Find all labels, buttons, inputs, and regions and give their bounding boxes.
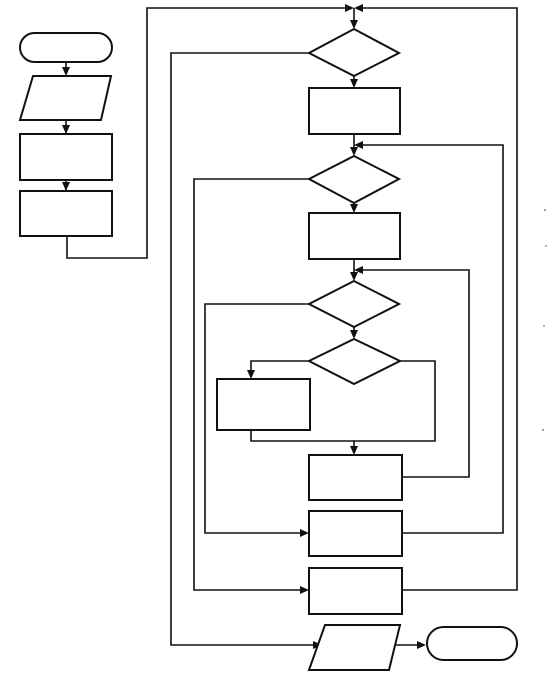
arrowhead <box>350 20 358 29</box>
process-box-3 <box>308 87 401 135</box>
scan-speck <box>542 429 544 431</box>
connector-decision-2-exit <box>193 178 309 591</box>
arrowhead <box>350 204 358 213</box>
process-box-1 <box>19 133 113 181</box>
process-box-5 <box>216 378 311 431</box>
arrowhead <box>417 641 426 649</box>
shapes <box>18 27 518 671</box>
arrowhead <box>247 370 255 379</box>
connectors <box>65 7 518 646</box>
arrowhead <box>300 529 309 537</box>
arrowhead <box>354 141 363 149</box>
connector-decision-3-exit <box>204 303 309 534</box>
decision-diamond-4 <box>306 337 403 386</box>
connector-process-8-loop-back <box>362 7 518 591</box>
input-parallelogram <box>18 75 113 121</box>
arrowhead <box>354 4 363 12</box>
process-box-8 <box>308 567 403 615</box>
arrowhead <box>350 446 358 455</box>
connector-process-5-merge <box>250 430 354 442</box>
arrowheads <box>62 4 426 649</box>
arrowhead <box>62 182 70 191</box>
process-box-2 <box>19 190 113 237</box>
arrowhead <box>350 79 358 88</box>
decision-diamond-2 <box>306 154 402 205</box>
start-terminator <box>19 32 113 63</box>
connector-decision-4-no-branch <box>353 360 436 453</box>
scan-specks <box>542 209 547 431</box>
connector-decision-1-exit <box>170 52 317 646</box>
arrowhead <box>350 272 358 281</box>
scan-speck <box>543 325 545 327</box>
connector-process-6-loop-back <box>362 269 470 478</box>
connector-process-7-loop-back <box>362 144 504 534</box>
scan-speck <box>545 245 547 247</box>
end-terminator <box>426 626 518 661</box>
arrowhead <box>62 125 70 134</box>
decision-diamond-3 <box>306 279 402 329</box>
scan-speck <box>544 209 546 211</box>
arrowhead <box>350 147 358 156</box>
process-box-4 <box>308 212 401 260</box>
process-box-7 <box>308 510 403 557</box>
arrowhead <box>350 330 358 339</box>
arrowhead <box>62 67 70 76</box>
connector-process-2-to-main-loop <box>66 7 346 259</box>
output-parallelogram <box>307 624 402 671</box>
process-box-6 <box>308 454 403 501</box>
arrowhead <box>354 266 363 274</box>
arrowhead <box>300 586 309 594</box>
connector-decision-4-yes-to-process-5 <box>250 360 309 377</box>
decision-diamond-1 <box>306 27 402 78</box>
arrowhead <box>345 4 354 12</box>
